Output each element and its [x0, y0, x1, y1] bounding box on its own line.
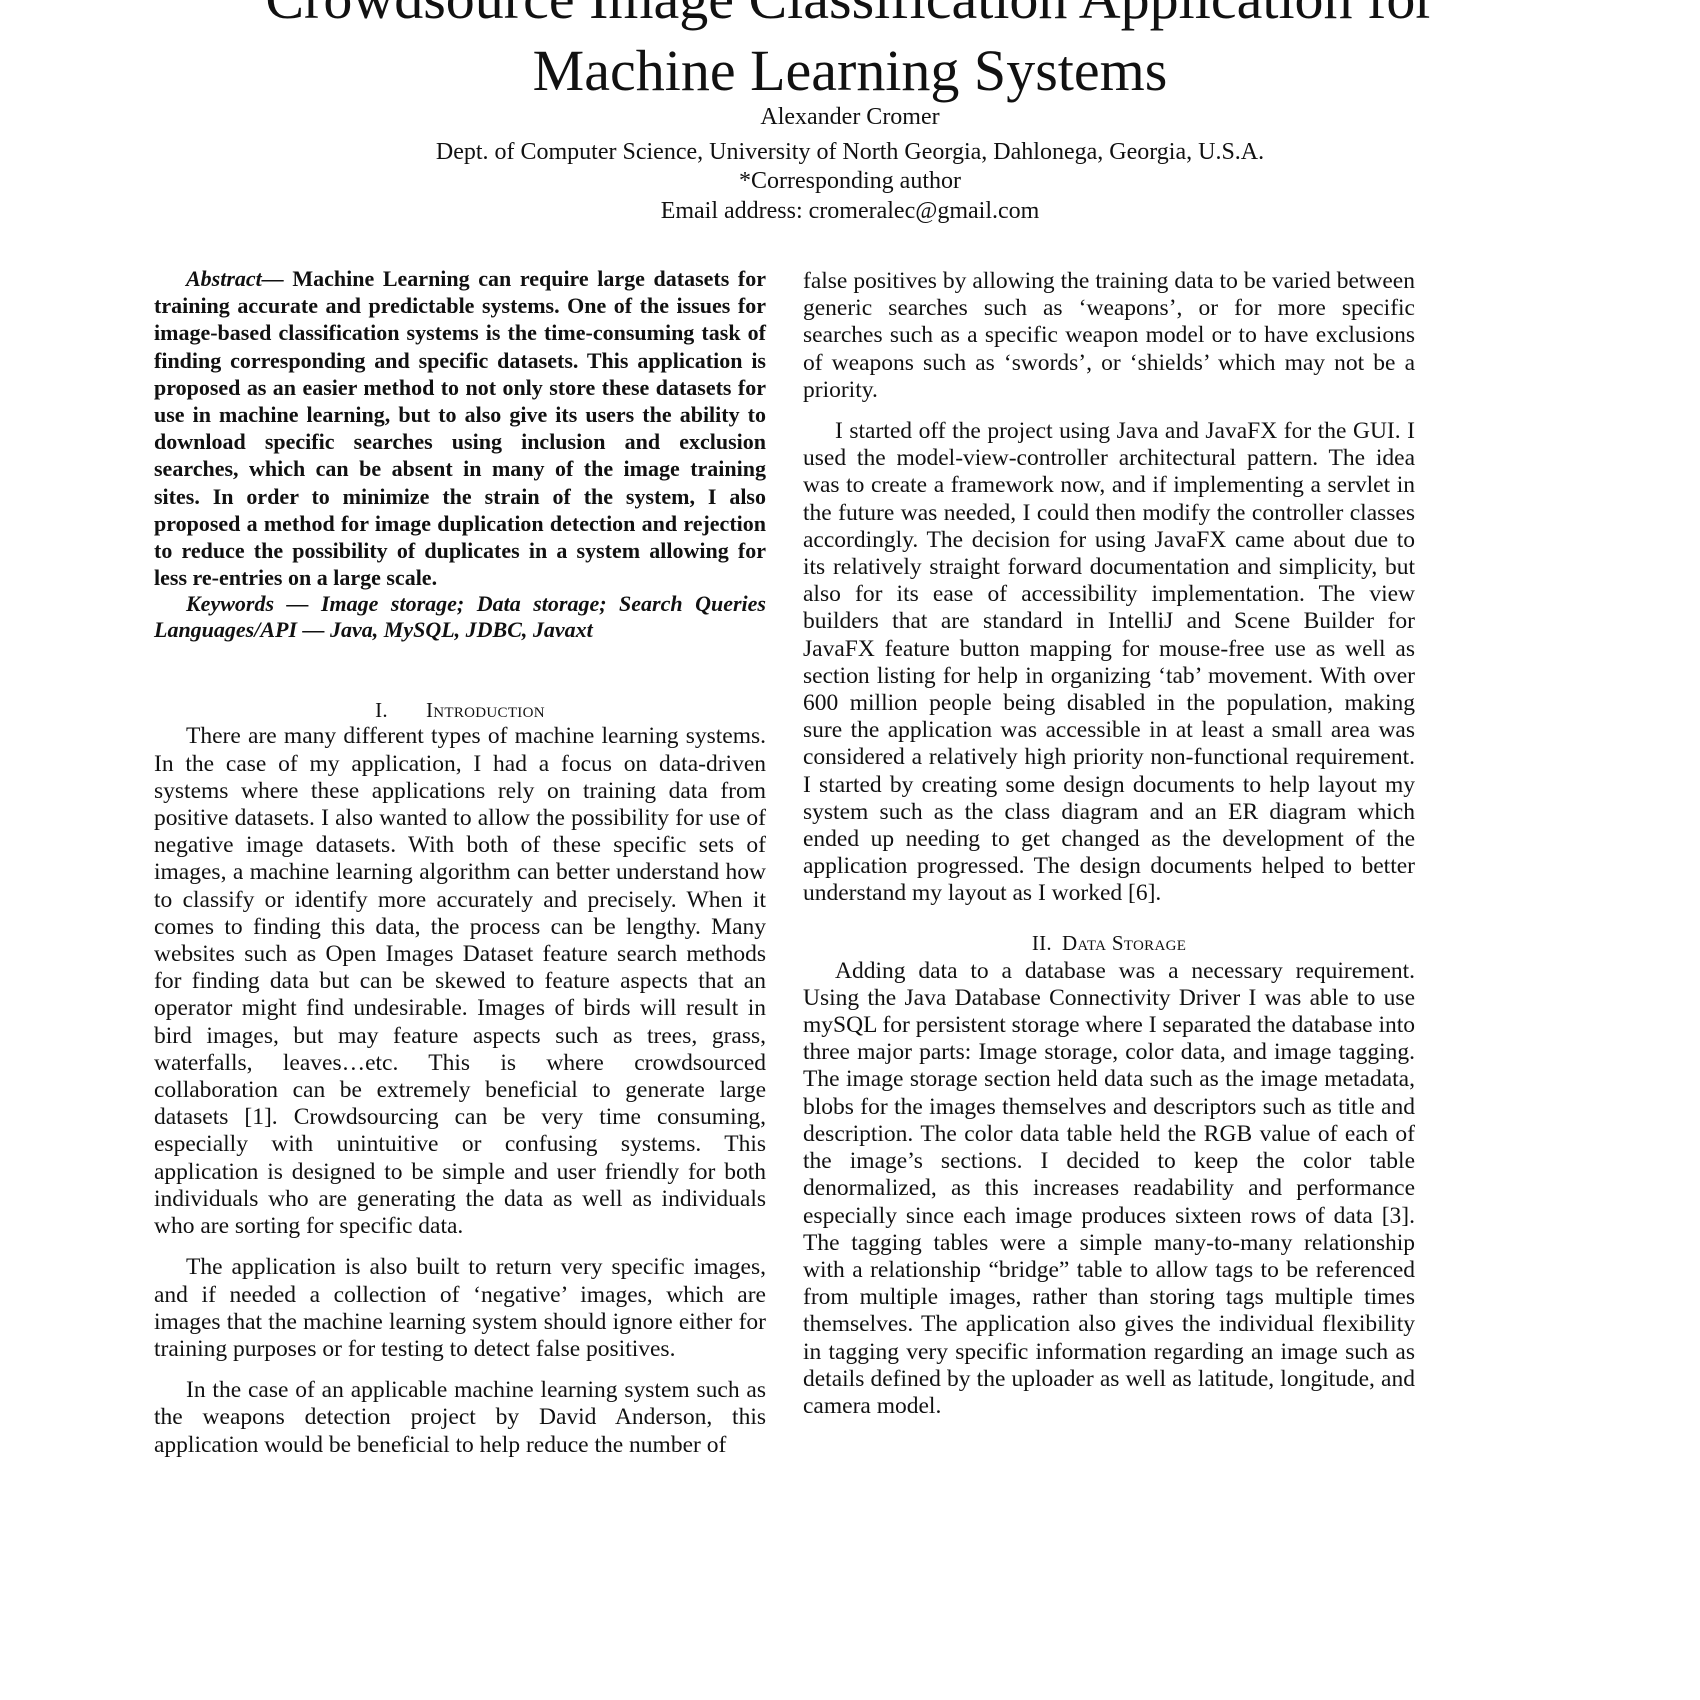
introduction-paragraph-3: In the case of an applicable machine lea…: [154, 1377, 766, 1458]
data-storage-paragraph: Adding data to a database was a necessar…: [803, 957, 1415, 1419]
corresponding-author-note: *Corresponding author: [739, 168, 961, 194]
section-title: Data Storage: [1061, 930, 1187, 955]
right-column: false positives by allowing the training…: [803, 268, 1415, 1420]
author-affiliation: Dept. of Computer Science, University of…: [435, 139, 1265, 165]
left-column: Abstract— Machine Learning can require l…: [154, 265, 766, 1459]
introduction-paragraph-2: The application is also built to return …: [154, 1254, 766, 1362]
section-heading-introduction: I. Introduction: [154, 697, 766, 723]
section-number: II.: [1031, 930, 1052, 955]
section-number: I.: [375, 698, 388, 723]
paper-title-line-1: Crowdsource Image Classification Applica…: [0, 0, 1700, 34]
section-title: Introduction: [425, 698, 545, 723]
introduction-continuation: false positives by allowing the training…: [803, 268, 1415, 403]
author-name: Alexander Cromer: [760, 104, 940, 130]
introduction-paragraph-1: There are many different types of machin…: [154, 723, 766, 1240]
author-email: Email address: cromeralec@gmail.com: [660, 198, 1040, 224]
abstract: Abstract— Machine Learning can require l…: [154, 265, 766, 591]
introduction-paragraph-4: I started off the project using Java and…: [803, 418, 1415, 907]
section-heading-data-storage: II. Data Storage: [803, 930, 1415, 956]
paper-title-line-2: Machine Learning Systems: [532, 38, 1168, 103]
keywords: Keywords — Image storage; Data storage; …: [154, 591, 766, 643]
abstract-text: Machine Learning can require large datas…: [154, 266, 766, 591]
abstract-label: Abstract—: [186, 266, 284, 291]
